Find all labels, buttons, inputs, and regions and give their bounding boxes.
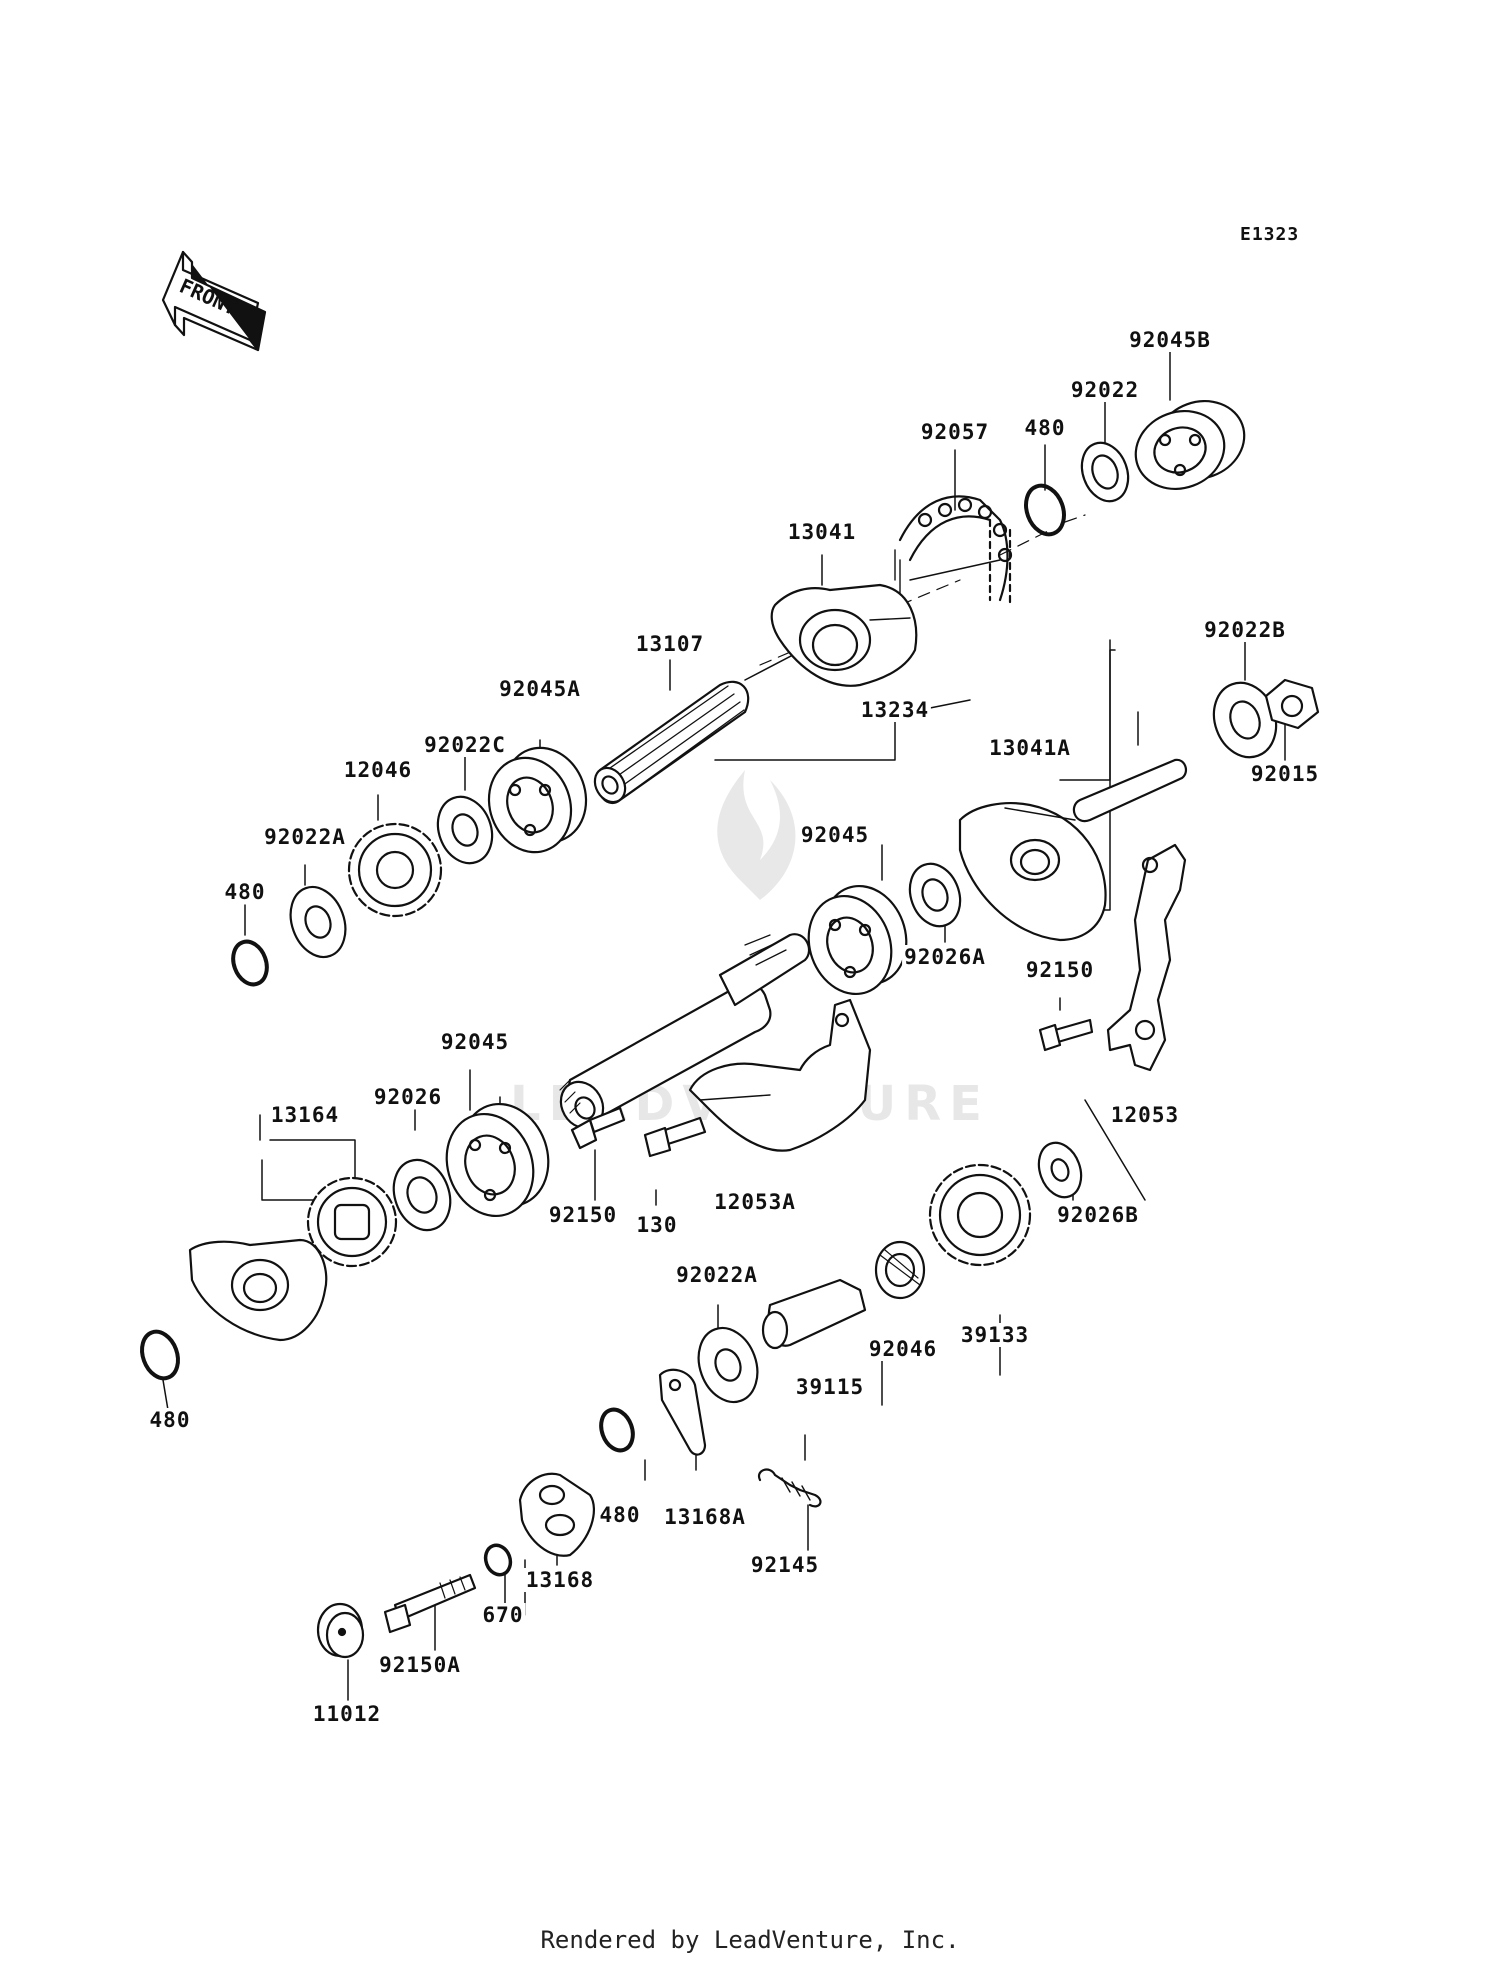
- washer-92022a-top: [289, 885, 347, 959]
- chain-92057: [894, 495, 1013, 607]
- part-label-92026b: 92026B: [1055, 1203, 1141, 1227]
- part-label-92022a-top: 92022A: [262, 825, 348, 849]
- bolt-130: [643, 1116, 707, 1158]
- bracket-12053: [1106, 843, 1187, 1072]
- bearing-92045b: [1134, 400, 1246, 490]
- reference-code: E1323: [1240, 224, 1300, 245]
- part-label-480-left: 480: [222, 880, 268, 904]
- part-label-12053: 12053: [1108, 1103, 1182, 1127]
- part-label-39133: 39133: [958, 1323, 1032, 1347]
- part-label-92057: 92057: [918, 420, 992, 444]
- part-label-13107: 13107: [633, 632, 707, 656]
- cam-13041: [770, 583, 918, 687]
- washer-92026b: [1037, 1141, 1083, 1199]
- shaft-39115: [761, 1278, 867, 1350]
- part-label-92022a-mid: 92022A: [674, 1263, 760, 1287]
- part-label-480-bottom: 480: [597, 1503, 643, 1527]
- part-label-92150-right: 92150: [1023, 958, 1097, 982]
- part-label-92026a: 92026A: [902, 945, 988, 969]
- sprocket-39133: [928, 1163, 1032, 1267]
- part-label-13164: 13164: [268, 1103, 342, 1127]
- part-label-13041: 13041: [785, 520, 859, 544]
- part-label-12046: 12046: [341, 758, 415, 782]
- part-label-92045a: 92045A: [497, 677, 583, 701]
- part-label-13168: 13168: [523, 1568, 597, 1592]
- part-label-12053a: 12053A: [712, 1190, 798, 1214]
- shaft-13234-main: [559, 933, 811, 1130]
- washer-92022a-mid: [697, 1326, 759, 1404]
- part-label-92022c: 92022C: [422, 733, 508, 757]
- part-label-670: 670: [480, 1603, 526, 1627]
- circlip-480-bottom: [599, 1407, 635, 1453]
- shaft-13234: [1072, 758, 1188, 823]
- part-label-92026: 92026: [371, 1085, 445, 1109]
- bearing-92045-upper: [807, 884, 908, 996]
- leader-lines: [162, 349, 1286, 1701]
- o-ring-670: [483, 1543, 513, 1577]
- part-label-92150-mid: 92150: [546, 1203, 620, 1227]
- part-label-13041a: 13041A: [987, 736, 1073, 760]
- bearing-92045-lower: [445, 1102, 550, 1218]
- spring-92145: [757, 1468, 822, 1508]
- part-label-92045-lower: 92045: [438, 1030, 512, 1054]
- bolt-92150-mid: [570, 1106, 626, 1150]
- part-label-39115: 39115: [793, 1375, 867, 1399]
- circlip-480-bottom-left: [140, 1329, 180, 1381]
- part-label-92045b: 92045B: [1127, 328, 1213, 352]
- shaft-92150a: [383, 1573, 477, 1634]
- part-label-480-top: 480: [1022, 416, 1068, 440]
- washer-92022c: [436, 795, 494, 865]
- cam-13041a: [958, 802, 1107, 942]
- part-label-92015: 92015: [1248, 762, 1322, 786]
- bearing-92045a: [487, 746, 588, 854]
- plate-13168a: [658, 1368, 707, 1456]
- sprocket-12046: [347, 822, 443, 918]
- guide-12053a: [688, 998, 872, 1152]
- part-label-11012: 11012: [310, 1702, 384, 1726]
- part-label-480-bottom-left: 480: [147, 1408, 193, 1432]
- part-label-92145: 92145: [748, 1553, 822, 1577]
- washer-92026a: [908, 862, 962, 928]
- part-label-130: 130: [634, 1213, 680, 1237]
- part-label-13168a: 13168A: [662, 1505, 748, 1529]
- circlip-480-top: [1024, 483, 1066, 537]
- front-arrow-icon: FRONT: [161, 250, 267, 352]
- bolt-92150-right: [1038, 1018, 1094, 1052]
- cam-13164: [188, 1238, 328, 1342]
- washer-92026: [392, 1158, 452, 1232]
- part-label-92150a: 92150A: [377, 1653, 463, 1677]
- part-label-92022b: 92022B: [1202, 618, 1288, 642]
- part-label-13234: 13234: [858, 698, 932, 722]
- washer-92022: [1080, 441, 1130, 503]
- spline-shaft-13107: [593, 680, 750, 804]
- part-label-92045-upper: 92045: [798, 823, 872, 847]
- part-label-92046: 92046: [866, 1337, 940, 1361]
- footer-credit: Rendered by LeadVenture, Inc.: [540, 1926, 960, 1954]
- sprocket-13164: [306, 1176, 398, 1268]
- part-label-92022: 92022: [1068, 378, 1142, 402]
- lever-13168: [518, 1472, 595, 1557]
- needle-bearing-92046: [874, 1240, 926, 1300]
- cap-11012: [316, 1602, 365, 1659]
- circlip-480-left: [231, 939, 269, 987]
- washer-92022b: [1212, 681, 1278, 759]
- nut-92015: [1264, 678, 1320, 730]
